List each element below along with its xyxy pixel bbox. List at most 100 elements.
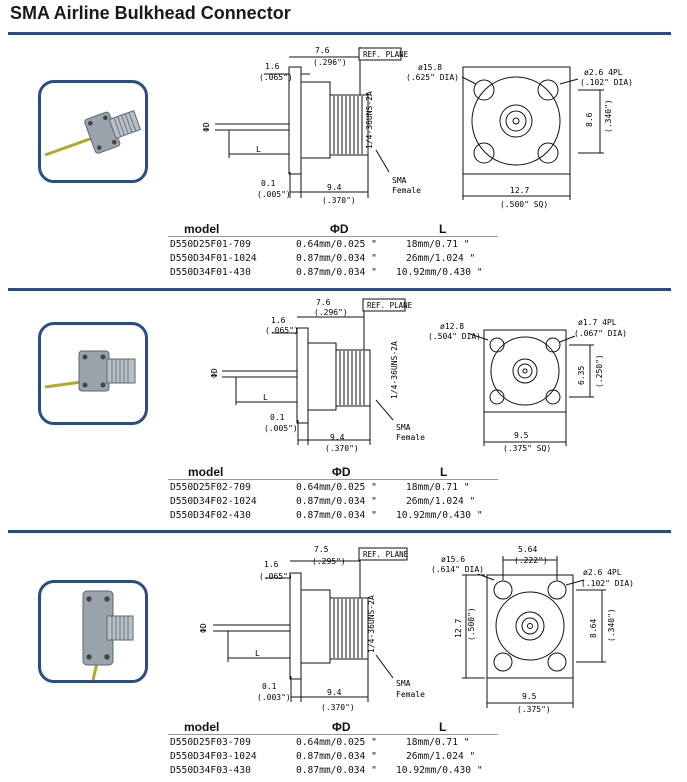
side-dim-gap-in-label: (.003") bbox=[257, 693, 291, 702]
front-height-label: 8.6 bbox=[585, 112, 594, 127]
1-2-label: 26mm/1.024 " bbox=[406, 496, 476, 507]
1-2-label: 26mm/1.024 " bbox=[406, 751, 476, 762]
side-sma-label: SMA bbox=[396, 423, 411, 432]
side-dim-body-label: 9.4 bbox=[327, 183, 342, 192]
1-1-label: 0.87mm/0.034 " bbox=[296, 751, 377, 762]
front-hole-dia-in-label: (.625" DIA) bbox=[406, 73, 459, 82]
side-dim-gap-label: 0.1 bbox=[262, 682, 277, 691]
side-dim-body-in-label: (.370") bbox=[322, 196, 356, 205]
header-divider bbox=[8, 32, 671, 35]
front-width-in-label: (.375") bbox=[517, 705, 551, 714]
headers-0-label: model bbox=[184, 720, 220, 734]
2-0-label: D550D34F02-430 bbox=[170, 510, 251, 521]
0-0-label: D550D25F02-709 bbox=[170, 482, 251, 493]
side-dim-total-in-label: (.295") bbox=[312, 557, 346, 566]
headers-2-label: L bbox=[440, 465, 448, 479]
side-female-label: Female bbox=[396, 433, 425, 442]
product-photo-1 bbox=[38, 80, 148, 183]
section-divider-2 bbox=[8, 530, 671, 533]
side-dim-flange-label: 1.6 bbox=[265, 62, 280, 71]
front-hole-dia-in-label: (.504" DIA) bbox=[428, 332, 481, 341]
front-width-label: 9.5 bbox=[514, 431, 529, 440]
side-dim-total-label: 7.5 bbox=[314, 545, 329, 554]
front-mount-dia-label: ø1.7 4PL bbox=[578, 318, 617, 327]
side-sma-label: SMA bbox=[396, 679, 411, 688]
0-1-label: 0.64mm/0.025 " bbox=[296, 737, 377, 748]
side-dim-total-label: 7.6 bbox=[316, 298, 331, 307]
front-left-height-label: 12.7 bbox=[454, 619, 463, 638]
side-dim-body-in-label: (.370") bbox=[321, 703, 355, 712]
front-width-label: 12.7 bbox=[510, 186, 529, 195]
side-dim-gap-in-label: (.005") bbox=[257, 190, 291, 199]
front-height-in-label: (.340") bbox=[604, 99, 613, 133]
side-dim-flange-label: 1.6 bbox=[264, 560, 279, 569]
2-1-label: 0.87mm/0.034 " bbox=[296, 267, 377, 278]
side-length-label-label: L bbox=[256, 145, 261, 154]
headers-2-label: L bbox=[439, 222, 447, 236]
side-dim-gap-in-label: (.005") bbox=[264, 424, 298, 433]
0-1-label: 0.64mm/0.025 " bbox=[296, 239, 377, 250]
1-2-label: 26mm/1.024 " bbox=[406, 253, 476, 264]
headers-1-label: ΦD bbox=[332, 720, 351, 734]
side-female-label: Female bbox=[396, 690, 425, 699]
front-mount-dia-in-label: (.102" DIA) bbox=[581, 579, 634, 588]
front-hole-dia-label: ø12.8 bbox=[440, 322, 464, 331]
side-length-label-label: L bbox=[263, 393, 268, 402]
front-top-width-in-label: (.222") bbox=[514, 556, 548, 565]
side-dim-gap-label: 0.1 bbox=[270, 413, 285, 422]
headers-2-label: L bbox=[439, 720, 447, 734]
front-height-in-label: (.340") bbox=[607, 608, 616, 642]
section-divider-1 bbox=[8, 288, 671, 291]
front-mount-dia-in-label: (.067" DIA) bbox=[574, 329, 627, 338]
side-sma-label: SMA bbox=[392, 176, 407, 185]
0-0-label: D550D25F03-709 bbox=[170, 737, 251, 748]
ref-plane-label: REF. PLANE bbox=[363, 50, 409, 59]
headers-0-label: model bbox=[184, 222, 220, 236]
page-title: SMA Airline Bulkhead Connector bbox=[10, 3, 291, 23]
2-0-label: D550D34F03-430 bbox=[170, 765, 251, 776]
side-dim-body-label: 9.4 bbox=[327, 688, 342, 697]
side-dim-flange-in-label: (.065") bbox=[259, 73, 293, 82]
side-pin-label-label: ΦD bbox=[199, 623, 208, 633]
side-dim-flange-in-label: (.065") bbox=[265, 326, 299, 335]
2-2-label: 10.92mm/0.430 " bbox=[396, 765, 483, 776]
front-left-height-in-label: (.500") bbox=[467, 607, 476, 641]
front-width-label: 9.5 bbox=[522, 692, 537, 701]
front-mount-dia-label: ø2.6 4PL bbox=[583, 568, 622, 577]
1-0-label: D550D34F01-1024 bbox=[170, 253, 257, 264]
side-ref-plane-label: REF. PLANE bbox=[363, 550, 409, 559]
2-2-label: 10.92mm/0.430 " bbox=[396, 267, 483, 278]
front-height-in-label: (.250") bbox=[595, 354, 604, 388]
side-thread-label: 1/4-36UNS-2A bbox=[390, 341, 399, 399]
side-ref-plane-label: REF. PLANE bbox=[367, 301, 413, 310]
2-1-label: 0.87mm/0.034 " bbox=[296, 765, 377, 776]
1-1-label: 0.87mm/0.034 " bbox=[296, 496, 377, 507]
2-0-label: D550D34F01-430 bbox=[170, 267, 251, 278]
spec-table-2: model ΦD L D550D25F02-709 0.64mm/0.025 "… bbox=[0, 465, 687, 523]
0-2-label: 18mm/0.71 " bbox=[406, 737, 470, 748]
front-width-in-label: (.375" SQ) bbox=[503, 444, 551, 453]
side-female-label: Female bbox=[392, 186, 421, 195]
side-dim-flange-in-label: (.065") bbox=[259, 572, 293, 581]
headers-1-label: ΦD bbox=[332, 465, 351, 479]
2-2-label: 10.92mm/0.430 " bbox=[396, 510, 483, 521]
headers-1-label: ΦD bbox=[330, 222, 349, 236]
side-dim-total-in-label: (.296") bbox=[314, 308, 348, 317]
1-1-label: 0.87mm/0.034 " bbox=[296, 253, 377, 264]
side-dim-gap-label: 0.1 bbox=[261, 179, 276, 188]
front-height-label: 6.35 bbox=[577, 366, 586, 385]
front-mount-dia-label: ø2.6 4PL bbox=[584, 68, 623, 77]
1-0-label: D550D34F02-1024 bbox=[170, 496, 257, 507]
side-pin-label-label: ΦD bbox=[202, 122, 211, 132]
front-mount-dia-in-label: (.102" DIA) bbox=[580, 78, 633, 87]
spec-table-1: model ΦD L D550D25F01-709 0.64mm/0.025 "… bbox=[0, 222, 687, 280]
spec-table-3: model ΦD L D550D25F03-709 0.64mm/0.025 "… bbox=[0, 720, 687, 780]
thread-spec: 1/4-36UNS-2A bbox=[365, 91, 374, 149]
side-dim-flange-label: 1.6 bbox=[271, 316, 286, 325]
side-pin-label-label: ΦD bbox=[210, 368, 219, 378]
0-1-label: 0.64mm/0.025 " bbox=[296, 482, 377, 493]
front-hole-dia-label: ø15.6 bbox=[441, 555, 465, 564]
